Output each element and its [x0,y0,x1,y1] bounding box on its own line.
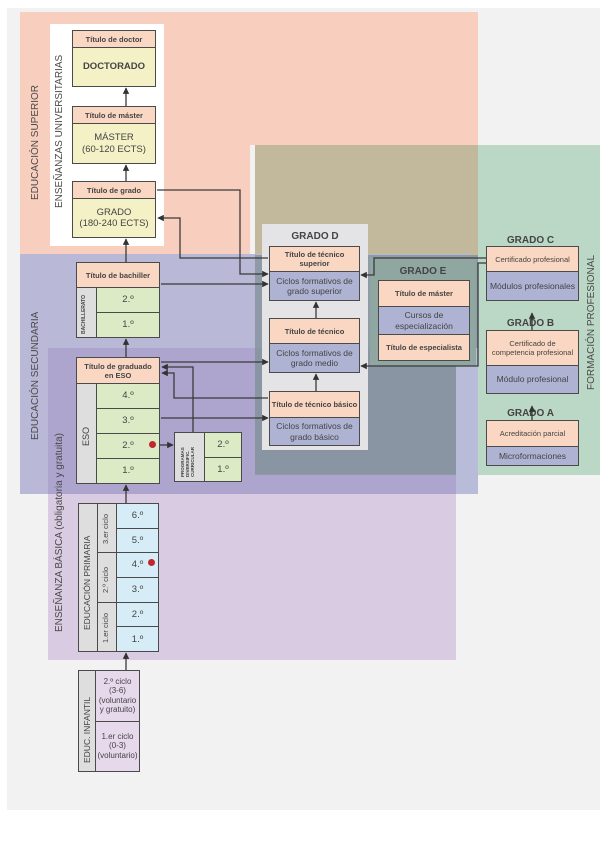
grado-a-box: Acreditación parcial Microformaciones [486,420,579,466]
master-box: Título de máster MÁSTER (60-120 ECTS) [72,106,156,164]
titulo-tecnico: Título de técnico [270,319,359,343]
doctorado-label: DOCTORADO [73,47,155,86]
grado-c-box: Certificado profesional Módulos profesio… [486,246,579,301]
grado-b-title: GRADO B [506,318,555,329]
ciclos-grado-superior: Ciclos formativos de grado superior [270,271,359,300]
primaria-label: EDUCACIÓN PRIMARIA [82,535,92,630]
titulo-especialista: Título de especialista [379,334,469,360]
diversificacion-label: PROGRAMAS DIVERSIFIC. CURRICULAR [180,447,195,477]
infantil-box: EDUC. INFANTIL 2.º ciclo (3-6) (voluntar… [78,670,140,772]
grado-label: GRADO [96,206,132,218]
primaria-curso-6: 6.º [117,504,158,528]
modulos-profesionales: Módulos profesionales [487,271,578,300]
primaria-curso-3: 3.º [117,577,158,602]
bachillerato-curso-2: 2.º [97,288,159,312]
primaria-curso-1: 1.º [117,626,158,652]
bachillerato-label: BACHILLERATO [81,295,87,334]
infantil-ciclo-2: 2.º ciclo (3-6) (voluntario y gratuito) [96,671,139,721]
titulo-grado: Título de grado [73,182,155,198]
ciclos-grado-basico: Ciclos formativos de grado básico [270,417,359,445]
label-ensenanzas-universitarias: ENSEÑANZAS UNIVERSITARIAS [54,54,65,208]
grado-b-box: Certificado de competencia profesional M… [486,330,579,394]
eso-label: ESO [81,426,91,446]
eso-curso-1: 1.º [97,458,159,483]
titulo-doctor: Título de doctor [73,31,155,47]
titulo-master: Título de máster [73,107,155,123]
diversificacion-side: PROGRAMAS DIVERSIFIC. CURRICULAR [175,433,205,481]
primaria-ciclo-1: 1.er ciclo [101,612,110,643]
infantil-label: EDUC. INFANTIL [82,696,92,763]
label-educacion-superior: EDUCACIÓN SUPERIOR [30,84,41,200]
primaria-ciclo-3: 3.er ciclo [98,504,116,554]
eso-curso-2: 2.º [97,433,159,458]
titulo-eso: Título de graduado en ESO [77,358,159,383]
eso-curso-3: 3.º [97,408,159,433]
eso-side: ESO [77,384,97,483]
master-label: MÁSTER [94,132,134,144]
titulo-tecnico-superior: Título de técnico superior [270,247,359,271]
grado-d-title: GRADO D [291,231,339,242]
diversificacion-box: PROGRAMAS DIVERSIFIC. CURRICULAR 2.º 1.º [174,432,242,482]
titulo-master-fp: Título de máster [379,281,469,306]
label-formacion-profesional: FORMACIÓN PROFESIONAL [586,254,597,390]
region-educacion-superior-extension [250,12,478,145]
label-educacion-secundaria: EDUCACIÓN SECUNDARIA [30,311,41,440]
certificado-profesional: Certificado profesional [487,247,578,271]
bachillerato-side: BACHILLERATO [77,288,97,337]
diversificacion-curso-2: 2.º [205,433,241,457]
titulo-tecnico-basico: Título de técnico básico [270,392,359,417]
region-overlap-strip [456,348,478,494]
grado-e-box: Título de máster Cursos de especializaci… [378,280,470,361]
ciclos-grado-medio: Ciclos formativos de grado medio [270,343,359,372]
primaria-ciclo-2: 2.º ciclo [98,553,116,603]
grado-c-title: GRADO C [506,235,555,246]
grado-basico-box: Título de técnico básico Ciclos formativ… [269,391,360,446]
microformaciones: Microformaciones [487,446,578,465]
primaria-curso-5: 5.º [117,527,158,553]
bachillerato-box: Título de bachiller BACHILLERATO 2.º 1.º [76,262,160,338]
grado-box: Título de grado GRADO (180-240 ECTS) [72,181,156,238]
eso-curso-4: 4.º [97,384,159,408]
label-ensenanza-basica: ENSEÑANZA BÁSICA (obligatoria y gratuita… [54,433,65,632]
primaria-box: EDUCACIÓN PRIMARIA 3.er ciclo 2.º ciclo … [78,503,159,652]
cursos-especializacion: Cursos de especialización [379,306,469,334]
titulo-bachiller: Título de bachiller [77,263,159,287]
doctorado-box: Título de doctor DOCTORADO [72,30,156,87]
grado-a-title: GRADO A [507,408,554,419]
grado-superior-box: Título de técnico superior Ciclos format… [269,246,360,301]
marker-dot-primaria [148,559,155,566]
grado-e-title: GRADO E [399,266,447,277]
modulo-profesional: Módulo profesional [487,365,578,393]
primaria-side: EDUCACIÓN PRIMARIA [79,504,98,651]
diversificacion-curso-1: 1.º [205,456,241,481]
grado-credits: (180-240 ECTS) [79,218,149,229]
bachillerato-curso-1: 1.º [97,312,159,337]
eso-box: Título de graduado en ESO ESO 4.º 3.º 2.… [76,357,160,484]
marker-dot-eso [149,441,156,448]
master-credits: (60-120 ECTS) [82,143,146,155]
primaria-curso-2: 2.º [117,601,158,627]
infantil-side: EDUC. INFANTIL [79,671,96,771]
certificado-competencia: Certificado de competencia profesional [487,331,578,365]
infantil-ciclo-1: 1.er ciclo (0-3) (voluntario) [96,720,139,771]
acreditacion-parcial: Acreditación parcial [487,421,578,446]
grado-medio-box: Título de técnico Ciclos formativos de g… [269,318,360,373]
